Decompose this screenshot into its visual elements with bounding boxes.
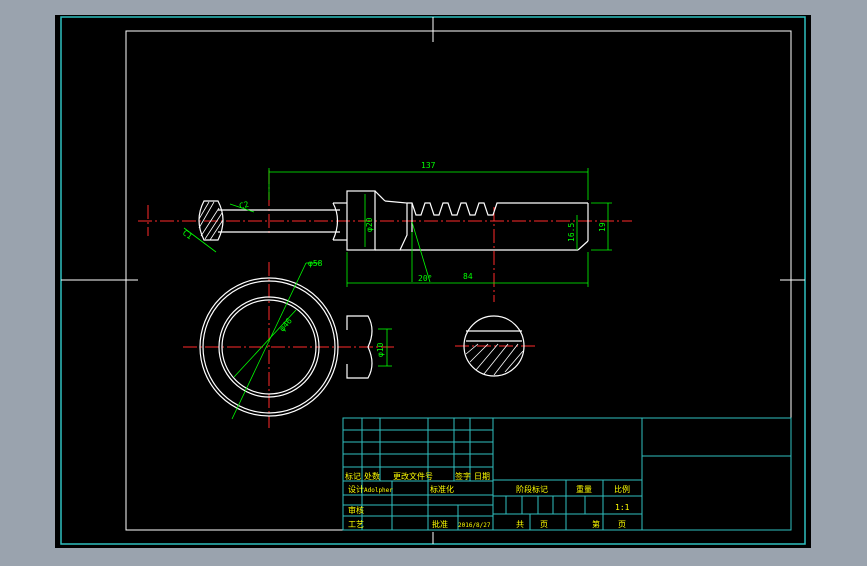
- centering-marks: [61, 17, 805, 544]
- dim-ring-outer: φ58: [308, 259, 323, 268]
- tb-approve: 批准: [432, 519, 448, 529]
- tb-total-page: 页: [540, 520, 548, 529]
- dim-overall-length: 137: [421, 161, 436, 170]
- tb-process: 工艺: [348, 520, 364, 529]
- shaft-dimensions: [183, 168, 612, 287]
- dim-boss-dia: φ10: [376, 342, 385, 357]
- tb-stage-mark: 阶段标记: [516, 484, 548, 494]
- tb-date: 日期: [474, 472, 490, 481]
- tb-mark: 标记: [345, 471, 361, 481]
- tb-review: 审核: [348, 505, 364, 515]
- tb-approve-date: 2016/8/27: [458, 522, 491, 529]
- section-view: [463, 315, 525, 377]
- tb-scale: 1:1: [615, 503, 630, 512]
- tb-sheet: 第: [592, 519, 600, 529]
- tb-designer: Adolpher: [364, 487, 393, 494]
- drawing-sheet: [55, 15, 811, 548]
- tb-count: 处数: [364, 471, 380, 481]
- tb-weight: 重量: [576, 484, 592, 494]
- tb-design: 设计: [348, 484, 364, 494]
- title-block: [342, 417, 792, 531]
- dim-pitch-height: 16.5: [567, 223, 576, 242]
- section-hatch: [465, 343, 524, 376]
- knob-hatch: [198, 201, 224, 241]
- tb-standard: 标准化: [430, 484, 454, 494]
- dim-bottom-length: 84: [463, 272, 473, 281]
- dim-chamfer-top: C2: [238, 200, 250, 211]
- ring-centerlines: [183, 262, 394, 428]
- tb-sheet-page: 页: [618, 520, 626, 529]
- tb-sign: 签字: [455, 471, 471, 481]
- title-block-text: 标记 处数 更改文件号 签字 日期 设计 Adolpher 标准化 审核 工艺 …: [345, 471, 630, 529]
- shaft-outline: [198, 190, 589, 251]
- ring-dimensions: [231, 262, 392, 420]
- dim-tube-dia: φ20: [365, 217, 374, 232]
- ring-view: [199, 277, 373, 417]
- shaft-dimension-labels: 137 84 20° C2 C1 φ20 16.5 19: [181, 161, 607, 283]
- tb-change-file: 更改文件号: [393, 471, 433, 481]
- tb-scale-label: 比例: [614, 484, 630, 494]
- tb-total: 共: [516, 520, 524, 529]
- dim-height-right: 19: [598, 222, 607, 232]
- dim-angle: 20°: [418, 274, 432, 283]
